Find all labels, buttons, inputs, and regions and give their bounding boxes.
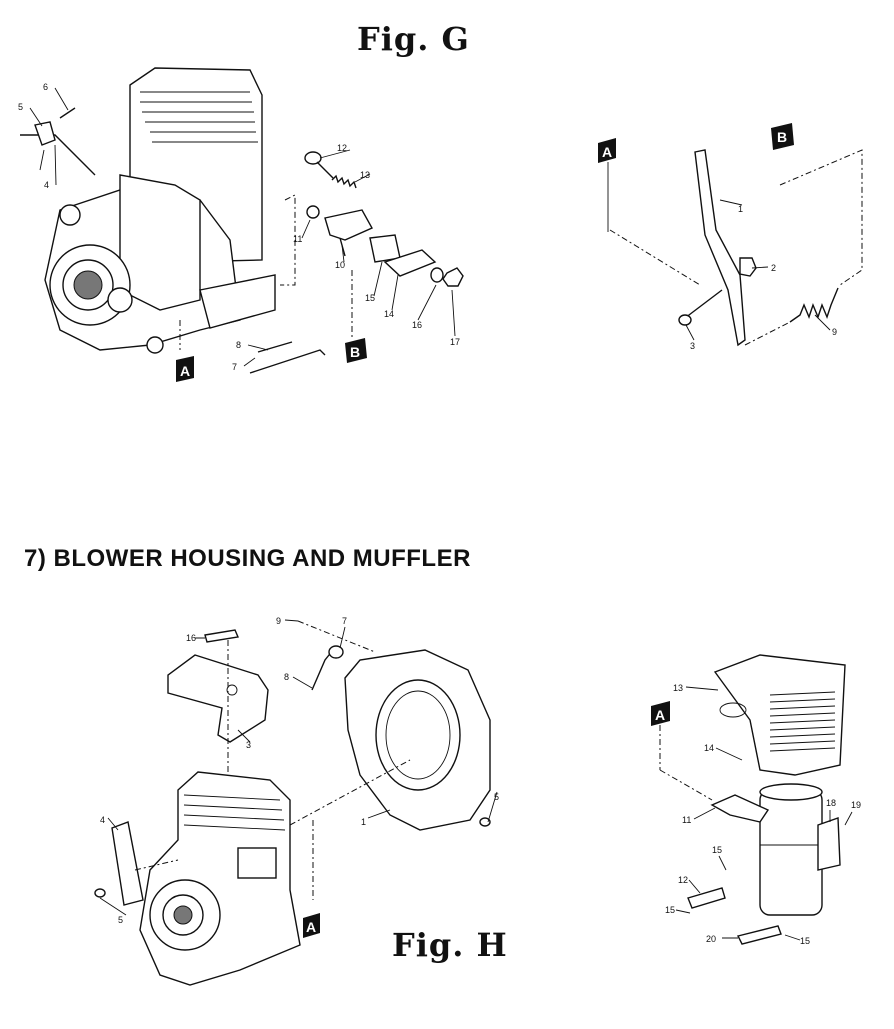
fig-h-callout-13: 13: [673, 683, 683, 693]
fig-h-callouts: 1 3 4 5 5 7 8 9 11 12 13 14 15 15 15 16 …: [99, 616, 861, 946]
fig-h-callout-1: 1: [361, 817, 366, 827]
fig-h-tag-a-left: A: [303, 913, 320, 938]
fig-g-callout-1: 1: [738, 204, 743, 214]
fig-h-callout-11: 11: [682, 815, 691, 825]
fig-g-tag-a-right: A: [598, 138, 616, 163]
fig-g-callout-15: 15: [365, 293, 375, 303]
fig-g-callout-10: 10: [335, 260, 345, 270]
fig-h-callout-4: 4: [100, 815, 105, 825]
fig-g-lever-drawing: [607, 149, 863, 347]
fig-g-callout-3: 3: [690, 341, 695, 351]
fig-h-engine-drawing: [94, 620, 491, 986]
fig-g-tag-a-left: A: [176, 356, 194, 382]
fig-h-callout-9: 9: [276, 616, 281, 626]
fig-g-callout-8: 8: [236, 340, 241, 350]
fig-h-title: Fig. H: [392, 926, 508, 964]
svg-text:A: A: [180, 363, 190, 379]
fig-h-callout-7: 7: [342, 616, 347, 626]
section-title: 7) BLOWER HOUSING AND MUFFLER: [24, 545, 471, 572]
svg-text:A: A: [306, 919, 316, 935]
fig-h-callout-19: 19: [851, 800, 861, 810]
svg-text:B: B: [350, 344, 360, 360]
fig-h-callout-14: 14: [704, 743, 714, 753]
fig-g-control-parts: [249, 151, 464, 374]
fig-h-callout-20: 20: [706, 934, 716, 944]
fig-g-callout-5: 5: [18, 102, 23, 112]
fig-g-callout-12: 12: [337, 143, 347, 153]
fig-g-callout-2: 2: [771, 263, 776, 273]
fig-g-callout-4: 4: [44, 180, 49, 190]
fig-h-callout-8: 8: [284, 672, 289, 682]
fig-g-engine-drawing: [20, 67, 353, 354]
fig-h-callout-16: 16: [186, 633, 196, 643]
svg-text:A: A: [655, 707, 665, 723]
fig-h-tag-a-right: A: [651, 701, 670, 726]
fig-h-callout-18: 18: [826, 798, 836, 808]
svg-text:A: A: [602, 144, 612, 160]
fig-h-callout-15: 15: [712, 845, 722, 855]
fig-g-callout-17: 17: [450, 337, 460, 347]
fig-g-tag-b-left: B: [345, 338, 367, 363]
fig-g-callout-6: 6: [43, 82, 48, 92]
fig-g-callout-16: 16: [412, 320, 422, 330]
fig-h-muffler-drawing: [659, 654, 846, 945]
fig-h-callout-15b: 15: [665, 905, 675, 915]
fig-h-callout-5b: 5: [494, 792, 499, 802]
fig-g-callout-9: 9: [832, 327, 837, 337]
fig-g-tag-b-right: B: [771, 123, 794, 150]
svg-text:B: B: [777, 129, 787, 145]
fig-g-callout-13: 13: [360, 170, 370, 180]
fig-g-callouts: 1 2 3 4 5 6 7 8 9 10 11 12 13 14 15 16 1…: [18, 82, 837, 372]
fig-h-callout-15c: 15: [800, 936, 810, 946]
fig-g-callout-7: 7: [232, 362, 237, 372]
fig-g-callout-11: 11: [293, 234, 302, 244]
fig-h-callout-5: 5: [118, 915, 123, 925]
fig-g-callout-14: 14: [384, 309, 394, 319]
fig-h-callout-12: 12: [678, 875, 688, 885]
fig-h-callout-3: 3: [246, 740, 251, 750]
fig-g-title: Fig. G: [357, 20, 470, 58]
